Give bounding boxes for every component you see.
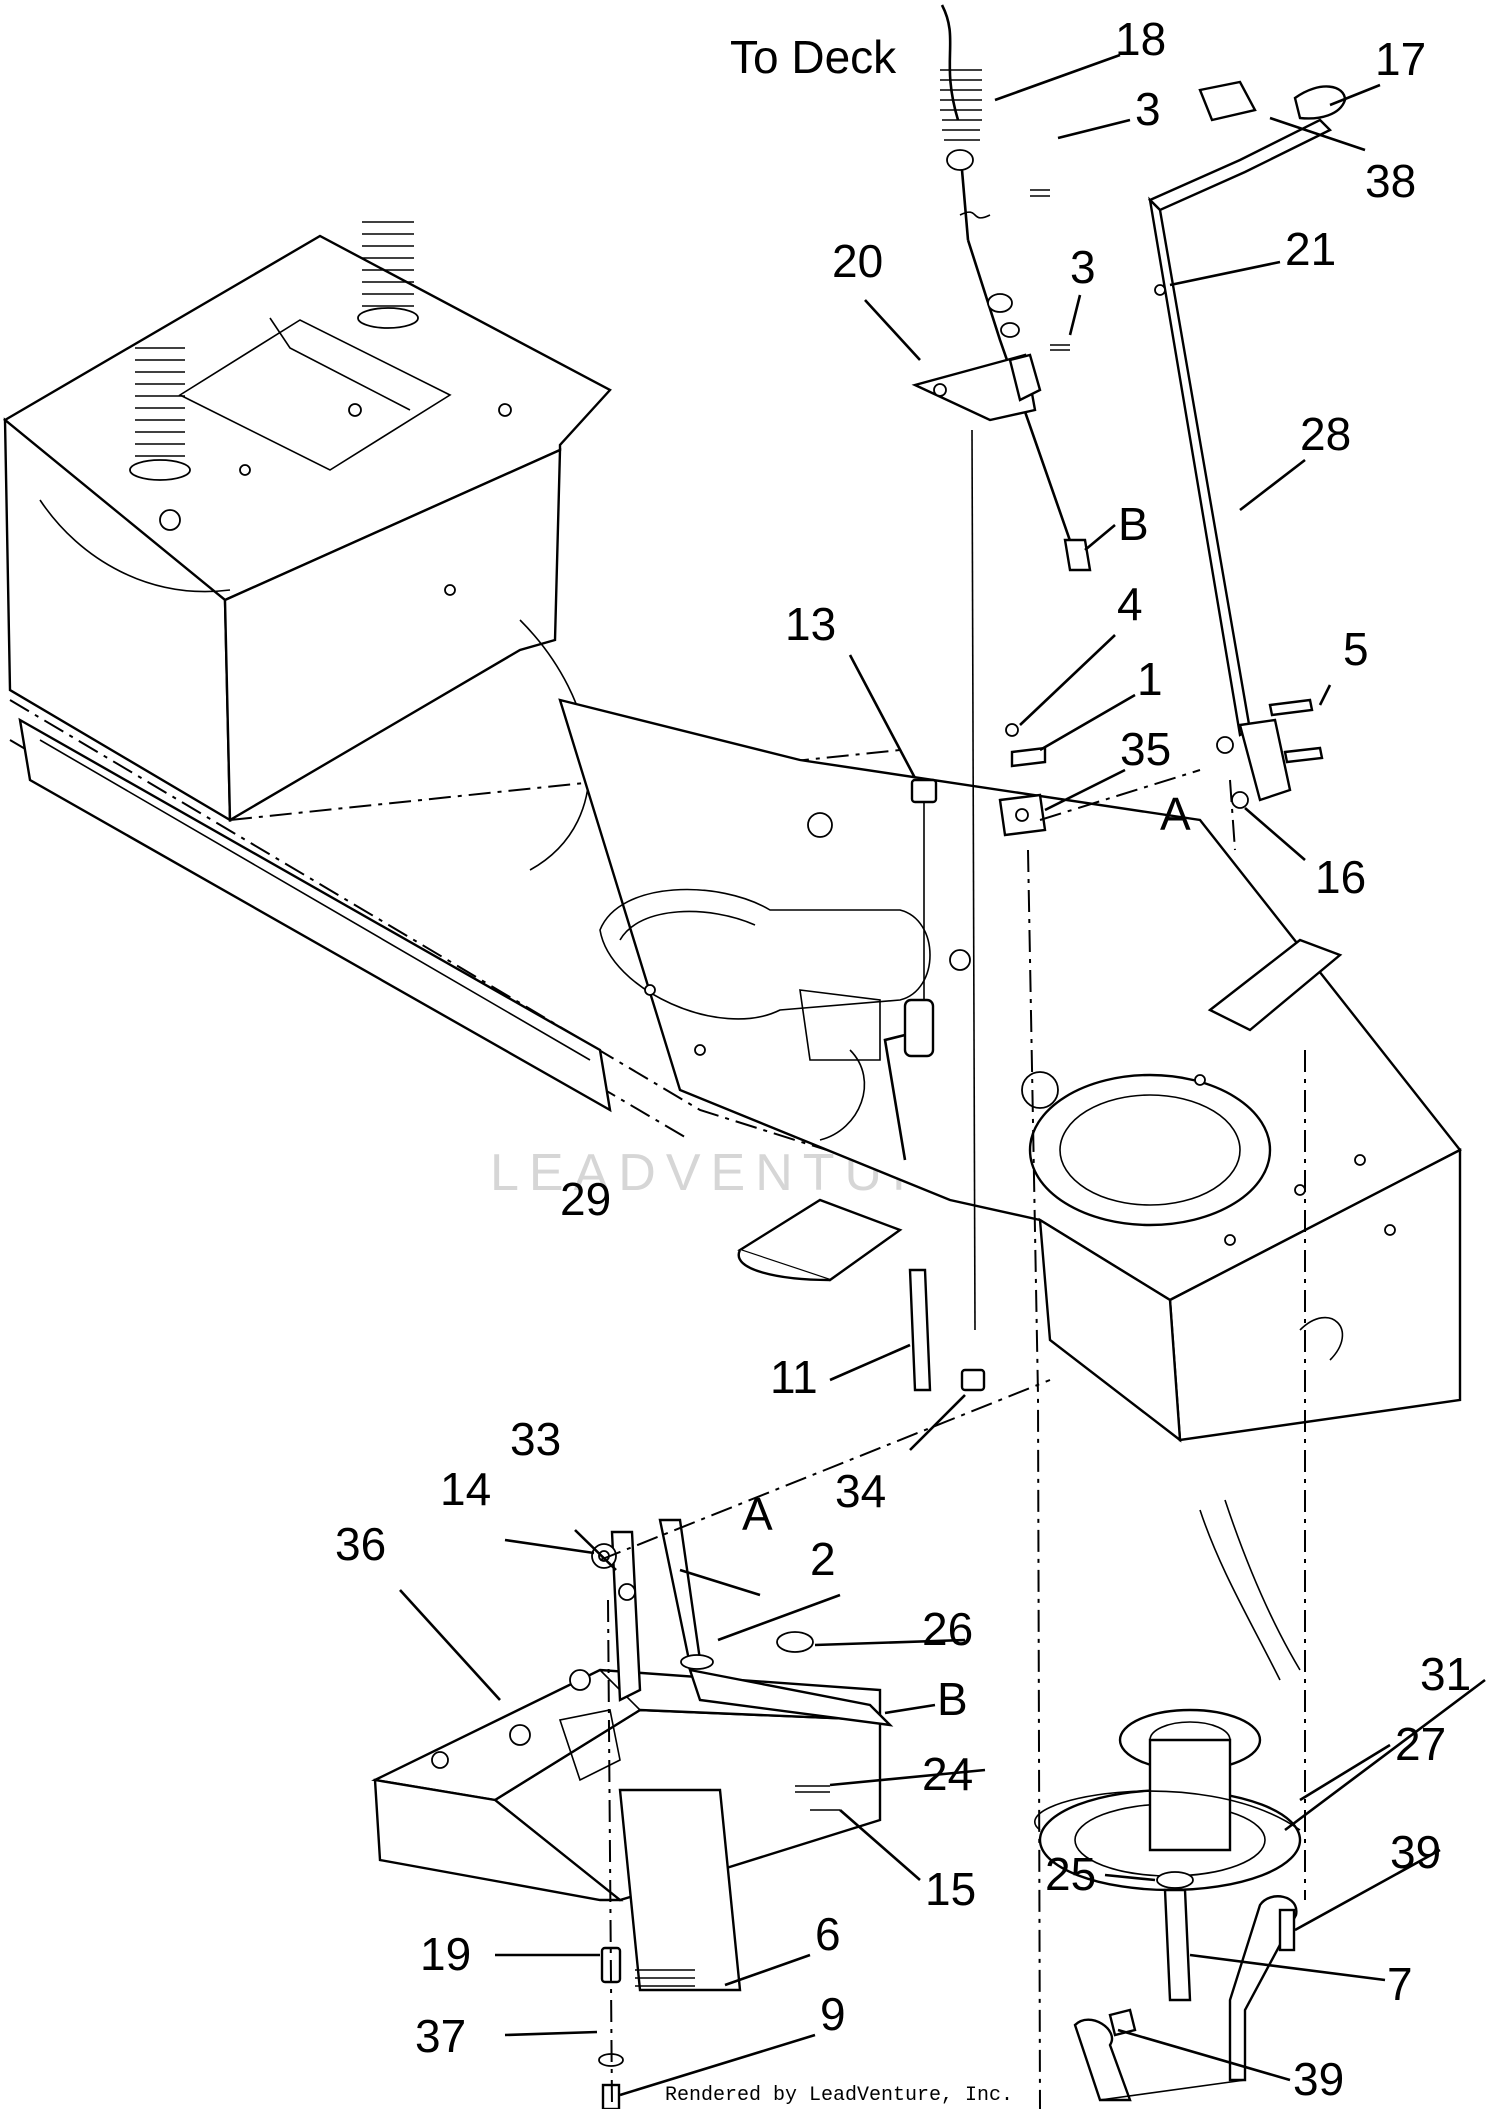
- cable-assembly: [911, 4, 1092, 1331]
- callout-1: 1: [1137, 653, 1163, 705]
- callout-34: 34: [835, 1465, 886, 1517]
- callout-17: 17: [1375, 33, 1426, 85]
- spring-right: [357, 221, 419, 329]
- callout-A-lower: A: [742, 1488, 773, 1540]
- callout-13: 13: [785, 598, 836, 650]
- callout-37: 37: [415, 2010, 466, 2062]
- callout-38: 38: [1365, 155, 1416, 207]
- callout-25: 25: [1045, 1848, 1096, 1900]
- callout-4: 4: [1117, 578, 1143, 630]
- callout-24: 24: [922, 1748, 973, 1800]
- callout-19: 19: [420, 1928, 471, 1980]
- callout-16: 16: [1315, 851, 1366, 903]
- callout-31: 31: [1420, 1648, 1471, 1700]
- label-to-deck: To Deck: [730, 31, 897, 83]
- callout-3-upper: 3: [1135, 83, 1161, 135]
- callout-39-upper: 39: [1390, 1826, 1441, 1878]
- render-credit: Rendered by LeadVenture, Inc.: [665, 2084, 1013, 2107]
- callout-B-lower: B: [937, 1673, 968, 1725]
- callout-20: 20: [832, 235, 883, 287]
- callout-18: 18: [1115, 13, 1166, 65]
- chassis-frame: [2, 221, 1081, 1231]
- callout-33: 33: [510, 1413, 561, 1465]
- callout-6: 6: [815, 1908, 841, 1960]
- main-frame-plate: [558, 698, 1462, 1443]
- callout-9: 9: [820, 1988, 846, 2040]
- callout-35: 35: [1120, 723, 1171, 775]
- callout-21: 21: [1285, 223, 1336, 275]
- callout-labels: To Deck 18 3 17 38 20 3 21 28 B 13 4 5 1…: [335, 13, 1471, 2105]
- lift-handle: [1147, 80, 1347, 802]
- callout-3-lower: 3: [1070, 241, 1096, 293]
- alignment-lines: [599, 769, 1306, 2109]
- callout-39-lower: 39: [1293, 2053, 1344, 2105]
- leader-lines: [399, 53, 1486, 2097]
- spring-left: [129, 347, 191, 481]
- callout-A-upper: A: [1160, 788, 1191, 840]
- pulley-assembly: [1034, 1499, 1302, 2102]
- callout-14: 14: [440, 1463, 491, 1515]
- small-hardware: [795, 698, 1324, 1811]
- callout-B-upper: B: [1118, 498, 1149, 550]
- callout-28: 28: [1300, 408, 1351, 460]
- callout-11: 11: [770, 1351, 818, 1403]
- callout-27: 27: [1395, 1718, 1446, 1770]
- callout-7: 7: [1387, 1958, 1413, 2010]
- callout-36: 36: [335, 1518, 386, 1570]
- callout-29: 29: [560, 1173, 611, 1225]
- callout-2: 2: [810, 1533, 836, 1585]
- callout-26: 26: [922, 1603, 973, 1655]
- callout-15: 15: [925, 1863, 976, 1915]
- callout-5: 5: [1343, 623, 1369, 675]
